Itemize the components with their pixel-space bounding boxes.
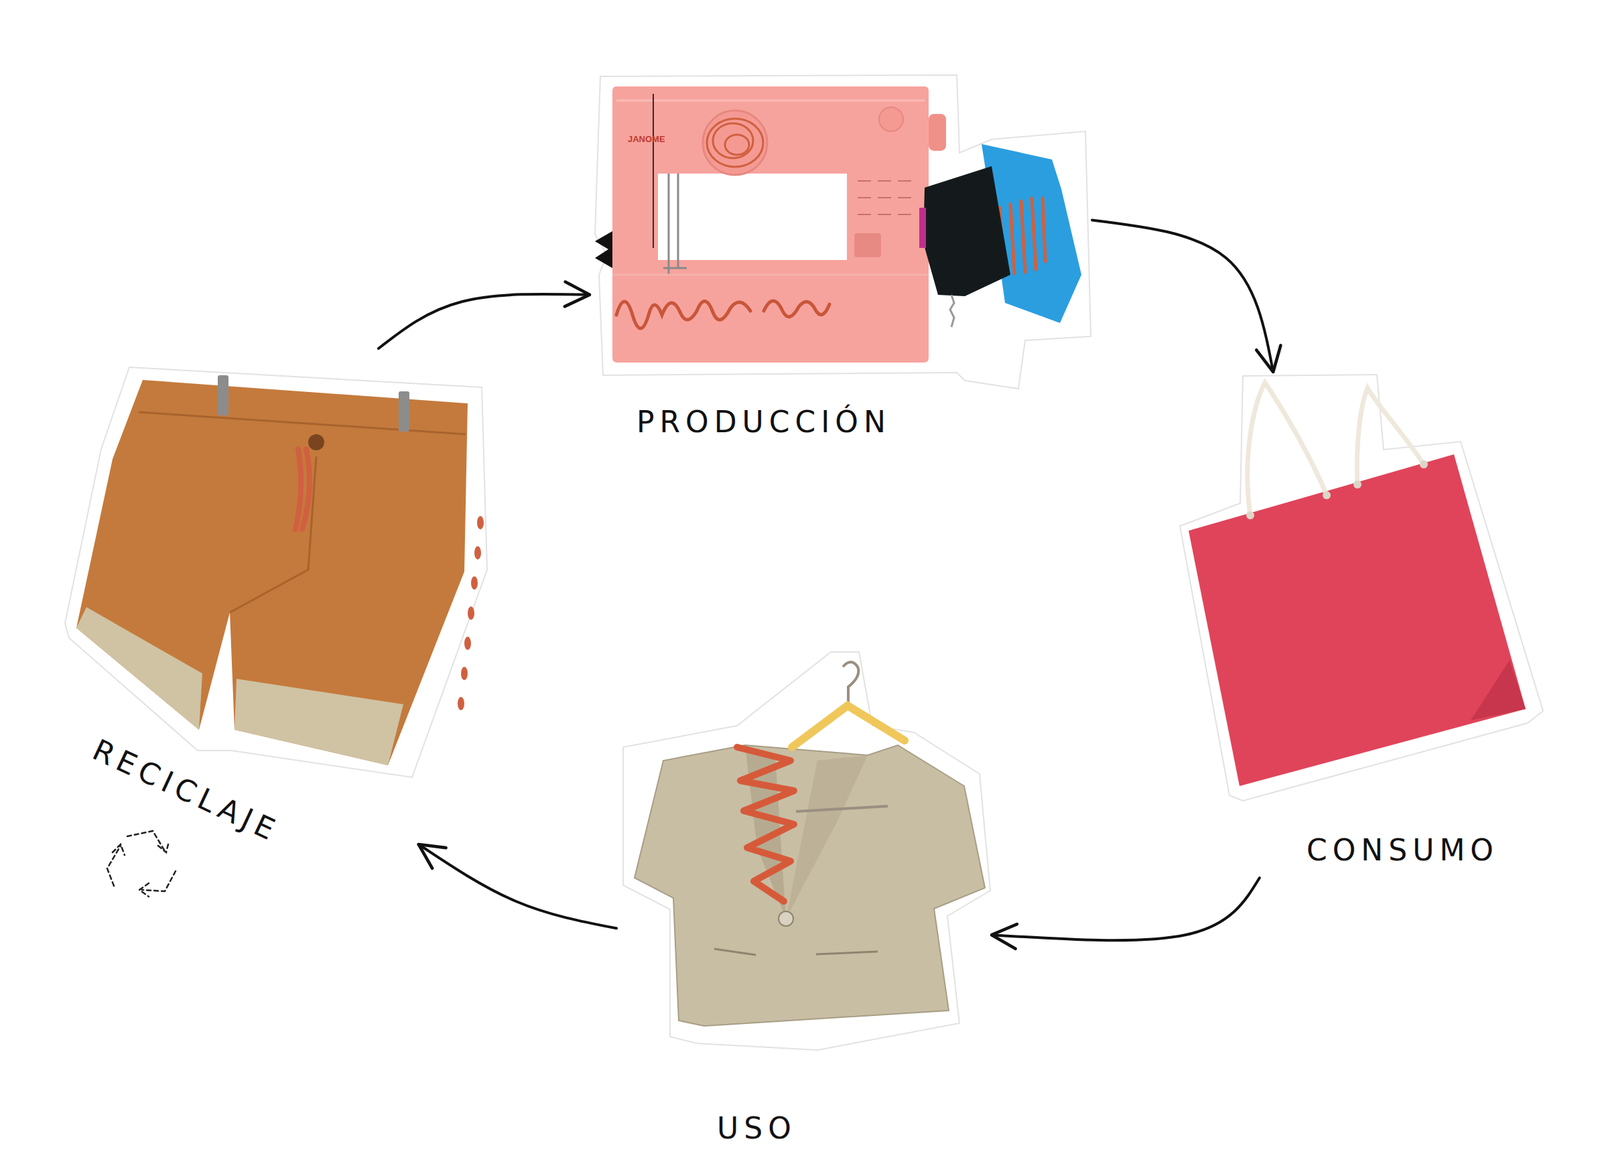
illustration-part (1188, 454, 1526, 786)
illustration-part (76, 607, 203, 730)
illustration-part (616, 300, 830, 329)
jacket-on-hanger (616, 646, 992, 1156)
illustration-part (857, 196, 872, 199)
illustration-part (857, 180, 912, 215)
illustration-part (877, 180, 892, 182)
illustration-part (816, 951, 878, 955)
illustration-part (474, 546, 482, 560)
illustration-part (217, 375, 229, 416)
illustration-part (897, 180, 912, 182)
cycle-arrow (1092, 219, 1274, 372)
illustration-part (791, 705, 905, 748)
cycle-arrow (418, 844, 617, 928)
illustration-part (724, 134, 750, 155)
illustration-part (1419, 460, 1428, 469)
illustration-part (460, 666, 468, 681)
illustration-part (714, 948, 756, 955)
illustration-part (471, 576, 478, 590)
illustration-part (1322, 491, 1331, 500)
recycling-stage: RECICLAJE (63, 348, 500, 845)
illustration-part (785, 755, 868, 919)
illustration-part (857, 180, 872, 182)
shopping-bag (1175, 371, 1555, 878)
sewing-machine (589, 73, 1093, 449)
stage-label: PRODUCCIÓN (636, 404, 892, 441)
illustration-part (295, 448, 310, 530)
recycle-arrows (107, 830, 176, 897)
illustration-part (1356, 387, 1424, 485)
illustration-part (652, 93, 654, 248)
illustration-part (234, 678, 404, 766)
recycle-arrow (142, 871, 176, 892)
illustration-part (737, 747, 794, 902)
production-stage: PRODUCCIÓN (589, 73, 1093, 449)
illustration-part (1021, 201, 1026, 273)
illustration-part (1179, 374, 1544, 801)
illustration-part (1246, 511, 1255, 520)
illustration-part (877, 213, 892, 216)
illustration-part (928, 113, 947, 151)
illustration-part (1353, 480, 1362, 489)
illustration-part (64, 367, 488, 778)
illustration-part (623, 651, 991, 1050)
illustration-part (663, 173, 687, 275)
illustration-part (457, 696, 465, 711)
illustration-part (702, 110, 768, 175)
illustration-part (854, 233, 882, 258)
illustration-part (712, 123, 754, 159)
illustration-part (612, 86, 929, 363)
illustration-part (879, 107, 904, 132)
illustration-part (612, 274, 929, 277)
recycle-arrow (139, 883, 149, 897)
illustration-part (663, 267, 687, 270)
illustration-part (677, 173, 680, 269)
illustration-part (308, 434, 325, 451)
illustration-part (706, 118, 764, 167)
illustration-part (897, 213, 912, 216)
recycle-arrow (158, 841, 169, 853)
illustration-part (857, 213, 872, 216)
use-stage: USO (616, 646, 992, 1156)
illustration-part (634, 745, 985, 1026)
illustration-part (1042, 198, 1046, 262)
illustration-part (594, 75, 1091, 389)
cycle-arrow (991, 877, 1260, 941)
illustration-part (1247, 382, 1327, 516)
illustration-part (138, 412, 466, 435)
illustration-part (923, 166, 1011, 297)
illustration-part (76, 379, 468, 766)
illustration-part (795, 806, 888, 812)
consumption-stage: CONSUMO (1175, 371, 1555, 878)
recycle-arrow (127, 830, 165, 851)
cycle-arrow (378, 294, 590, 349)
stage-label: CONSUMO (1306, 832, 1499, 869)
illustration-part (477, 515, 484, 530)
illustration-part (1010, 204, 1015, 274)
illustration-part (464, 636, 472, 650)
illustration-part (842, 661, 859, 705)
illustration-part (616, 99, 925, 102)
brand-label: JANOME (627, 134, 666, 145)
stage-label: USO (716, 1110, 797, 1147)
illustration-part (950, 294, 955, 327)
illustration-part (594, 231, 613, 269)
illustration-part (778, 911, 794, 926)
illustration-part (877, 196, 892, 199)
illustration-part (457, 515, 484, 711)
illustration-part (467, 606, 475, 620)
illustration-part (897, 196, 912, 199)
illustration-part (668, 173, 671, 275)
recycle-arrow (112, 844, 125, 855)
illustration-part (398, 391, 410, 432)
illustration-part (919, 207, 926, 248)
illustration-part (1470, 659, 1526, 721)
illustration-part (1031, 198, 1036, 270)
